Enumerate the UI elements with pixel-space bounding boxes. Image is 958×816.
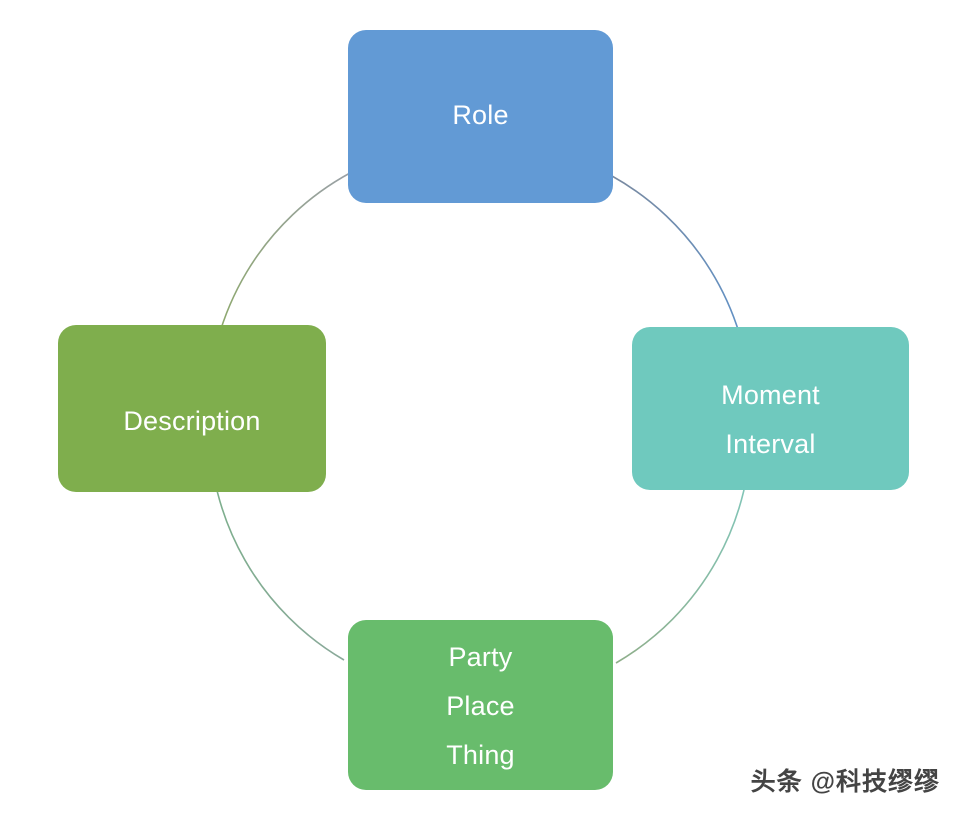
node-party-place-thing-line-3: Thing: [446, 739, 515, 770]
node-moment-interval-line-2: Interval: [725, 428, 816, 459]
node-description-text: Description: [123, 408, 260, 435]
node-role[interactable]: Role: [348, 30, 613, 203]
node-moment-interval[interactable]: Moment Interval: [632, 327, 909, 490]
node-moment-interval-text: Moment Interval: [721, 379, 820, 459]
node-role-line-1: Role: [452, 100, 509, 130]
node-description-line-1: Description: [123, 406, 261, 436]
node-role-text: Role: [452, 100, 509, 130]
node-description[interactable]: Description: [58, 325, 326, 492]
node-party-place-thing-line-1: Party: [448, 641, 513, 672]
node-party-place-thing-line-2: Place: [446, 690, 515, 721]
node-moment-interval-line-1: Moment: [721, 379, 820, 410]
watermark-text: 头条 @科技缪缪: [750, 768, 940, 796]
node-party-place-thing[interactable]: Party Place Thing: [348, 620, 613, 790]
node-party-place-thing-text: Party Place Thing: [446, 641, 515, 770]
